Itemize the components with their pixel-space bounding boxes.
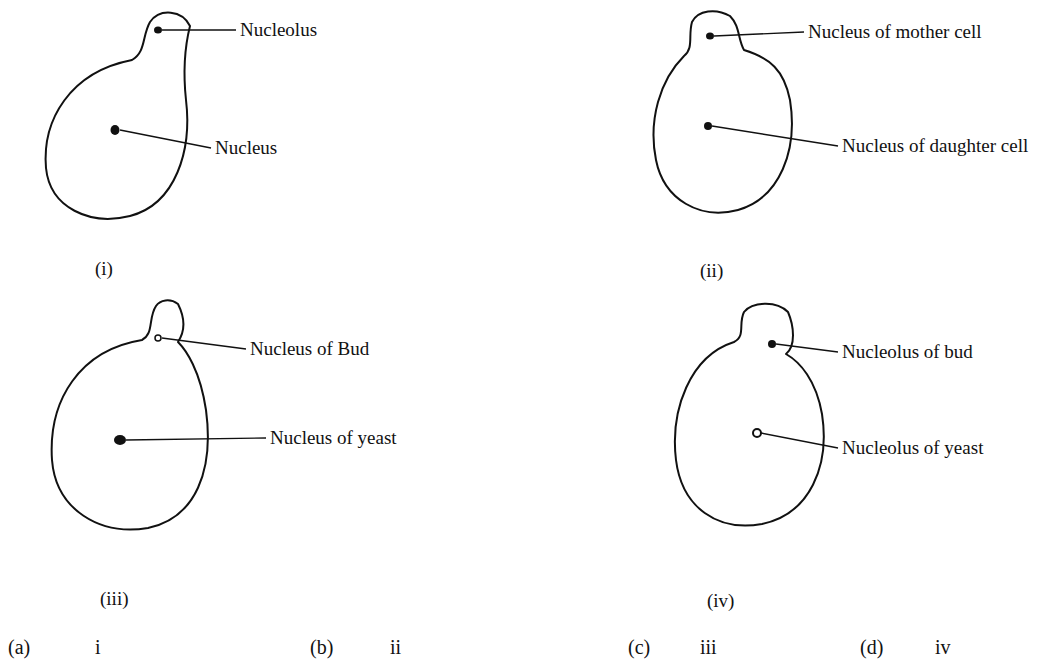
dot	[155, 335, 161, 341]
yeast-cell	[675, 304, 824, 526]
dot	[704, 122, 712, 130]
yeast-cell	[46, 13, 190, 219]
option-letter: (a)	[8, 636, 30, 658]
dot	[753, 429, 761, 437]
yeast-cell	[654, 11, 792, 212]
leader-line	[714, 32, 804, 36]
part-label: Nucleolus of bud	[842, 341, 973, 363]
part-label: Nucleus of daughter cell	[842, 135, 1028, 157]
figure-number: (iii)	[100, 588, 129, 610]
option-letter: (b)	[310, 636, 333, 658]
option-text: iv	[935, 636, 951, 658]
part-label: Nucleus of yeast	[270, 427, 397, 449]
option-letter: (c)	[628, 636, 650, 658]
option-text: i	[95, 636, 101, 658]
option-text: ii	[390, 636, 401, 658]
part-label: Nucleolus of yeast	[842, 437, 983, 459]
leader-line	[162, 29, 236, 30]
option-text: iii	[700, 636, 717, 658]
yeast-cell	[52, 300, 208, 529]
dot	[768, 340, 776, 348]
figure-number: (i)	[95, 258, 113, 280]
part-label: Nucleolus	[240, 19, 317, 41]
figure-number: (iv)	[707, 590, 734, 612]
dot	[706, 33, 714, 40]
leader-line	[126, 438, 266, 440]
part-label: Nucleus of mother cell	[808, 21, 982, 43]
leader-line	[162, 338, 246, 349]
dot	[154, 27, 162, 34]
part-label: Nucleus of Bud	[250, 338, 369, 360]
dot	[114, 435, 126, 445]
leader-line	[776, 344, 838, 352]
figure-number: (ii)	[700, 260, 723, 282]
leader-line	[712, 126, 838, 146]
leader-line	[120, 130, 211, 148]
option-letter: (d)	[860, 636, 883, 658]
leader-line	[761, 433, 838, 448]
dot	[111, 125, 120, 135]
part-label: Nucleus	[215, 137, 277, 159]
